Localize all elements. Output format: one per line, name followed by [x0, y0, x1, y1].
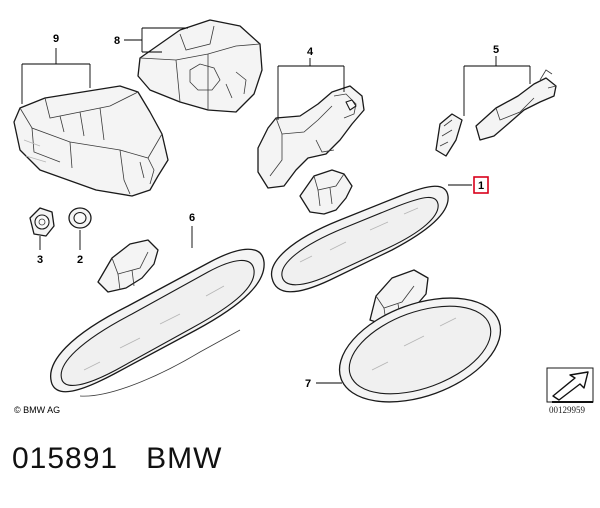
document-number: 00129959 — [549, 405, 585, 415]
part-4-mount-bracket — [257, 85, 365, 189]
callout-7: 7 — [305, 378, 311, 390]
callout-9: 9 — [53, 33, 59, 45]
callout-6: 6 — [189, 212, 195, 224]
copyright-notice: © BMW AG — [14, 405, 61, 415]
callout-8: 8 — [114, 35, 120, 47]
part-number: 015891 — [12, 442, 119, 475]
brand-name: BMW — [146, 442, 223, 475]
part-5-trim-pieces — [435, 69, 557, 157]
callout-5: 5 — [493, 44, 499, 56]
callout-2: 2 — [77, 254, 83, 266]
part-8-upper-cover — [137, 19, 263, 113]
callout-1: 1 — [478, 180, 484, 192]
caption: 015891 BMW — [12, 442, 222, 476]
part-9-cover-shell — [13, 85, 169, 197]
orientation-arrow-icon — [546, 367, 594, 403]
part-6-framed-mirror — [50, 239, 265, 397]
callout-4: 4 — [307, 46, 314, 58]
part-7-oval-mirror — [338, 269, 502, 403]
part-1-main-mirror — [270, 169, 449, 293]
leader-lines — [21, 27, 531, 384]
part-2-washer — [68, 207, 92, 229]
highlight-box-item-1 — [473, 176, 489, 194]
part-3-nut — [29, 207, 55, 237]
callout-3: 3 — [37, 254, 43, 266]
